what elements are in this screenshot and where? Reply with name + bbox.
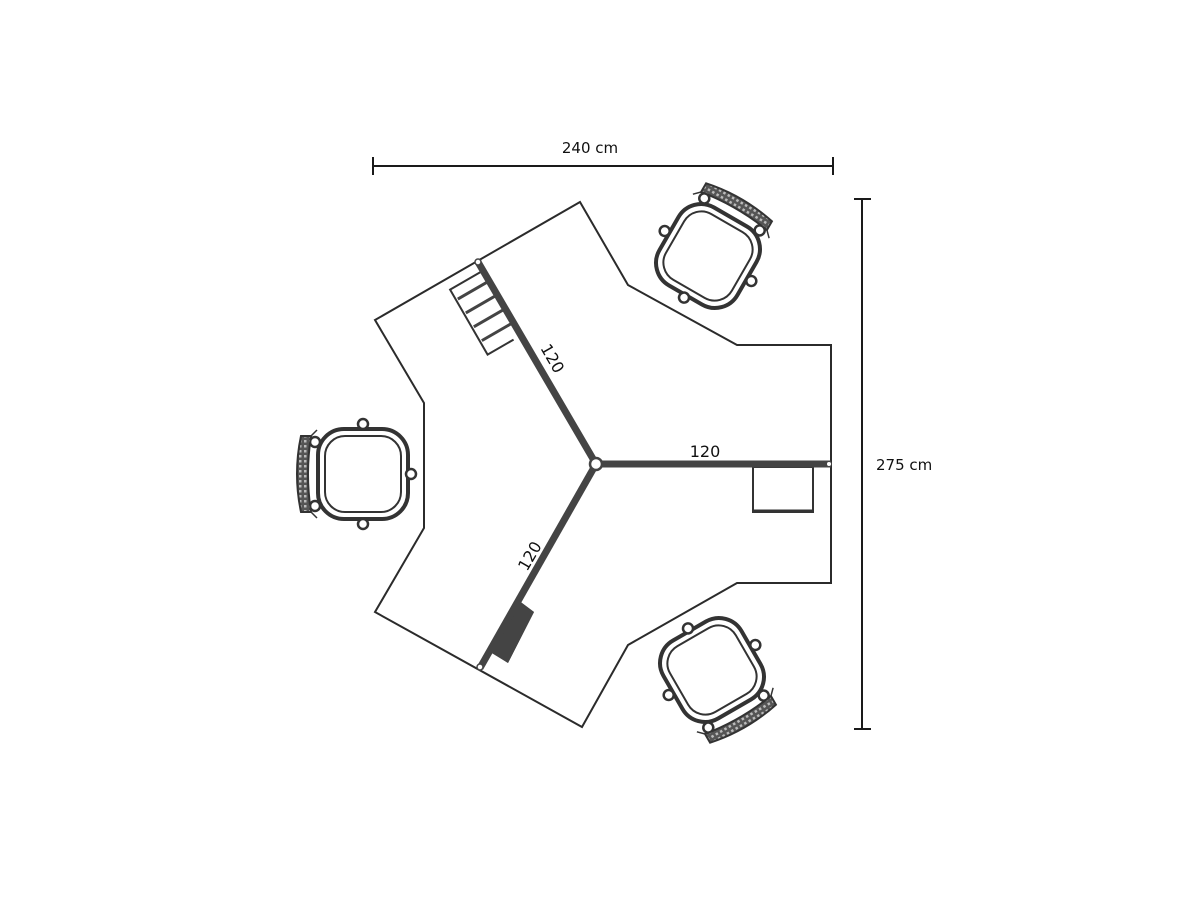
partition-upper-left bbox=[474, 260, 600, 466]
partitions bbox=[474, 258, 832, 671]
chair-left-icon bbox=[295, 417, 418, 531]
file-organizer-icon bbox=[448, 269, 515, 356]
width-label: 240 cm bbox=[562, 139, 618, 157]
drawer-box-icon bbox=[752, 466, 814, 513]
height-label: 275 cm bbox=[876, 456, 932, 474]
partition-right-label: 120 bbox=[690, 442, 721, 461]
height-dimension: 275 cm bbox=[854, 198, 932, 730]
partition-lower-left bbox=[476, 462, 600, 670]
width-dimension: 240 cm bbox=[372, 139, 834, 175]
